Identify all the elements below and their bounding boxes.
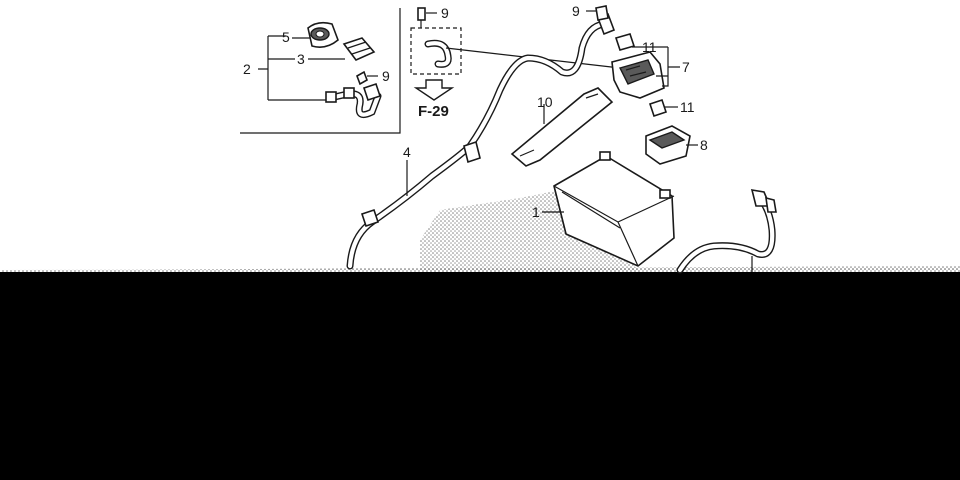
callout-cable-set: 2: [243, 61, 251, 77]
cable-set-bracket: [258, 35, 330, 101]
reference-label: F-29: [418, 103, 449, 120]
inset-cable: [325, 82, 382, 119]
callout-fuse-upper: 11: [642, 39, 657, 55]
lower-black-band: [0, 272, 960, 480]
cable-cover-part: [342, 37, 376, 61]
callout-battery: 1: [532, 204, 540, 220]
relay-case-part: [645, 125, 698, 165]
main-cable-part: [346, 12, 616, 270]
callout-relay-case: 8: [700, 137, 708, 153]
battery-band-part: [510, 87, 614, 167]
callout-bolt-top: 9: [441, 5, 449, 21]
callout-battery-band: 10: [537, 94, 553, 110]
callout-bolt-inset: 9: [382, 68, 390, 84]
fuse-lower-part: [648, 98, 678, 118]
bolt-top-part: [417, 7, 437, 28]
reference-arrow: [413, 79, 455, 101]
callout-main-cable: 4: [403, 144, 411, 160]
reference-box: [410, 27, 462, 75]
callout-bolt-right: 9: [572, 3, 580, 19]
callout-fuse-lower: 11: [680, 99, 695, 115]
bolt-right-part: [586, 5, 609, 21]
bolt-inset-part: [356, 70, 378, 86]
relay-switch-part: [611, 33, 665, 99]
inset-frame: [240, 8, 401, 134]
callout-relay-switch: 7: [682, 59, 690, 75]
reference-hose-part: [424, 39, 452, 68]
callout-terminal-cover: 5: [282, 29, 290, 45]
terminal-cover-part: [307, 21, 339, 48]
ground-cable-part: [676, 189, 777, 274]
battery-part: [420, 151, 675, 272]
callout-cable-cover: 3: [297, 51, 305, 67]
relay-leaders: [632, 46, 680, 87]
